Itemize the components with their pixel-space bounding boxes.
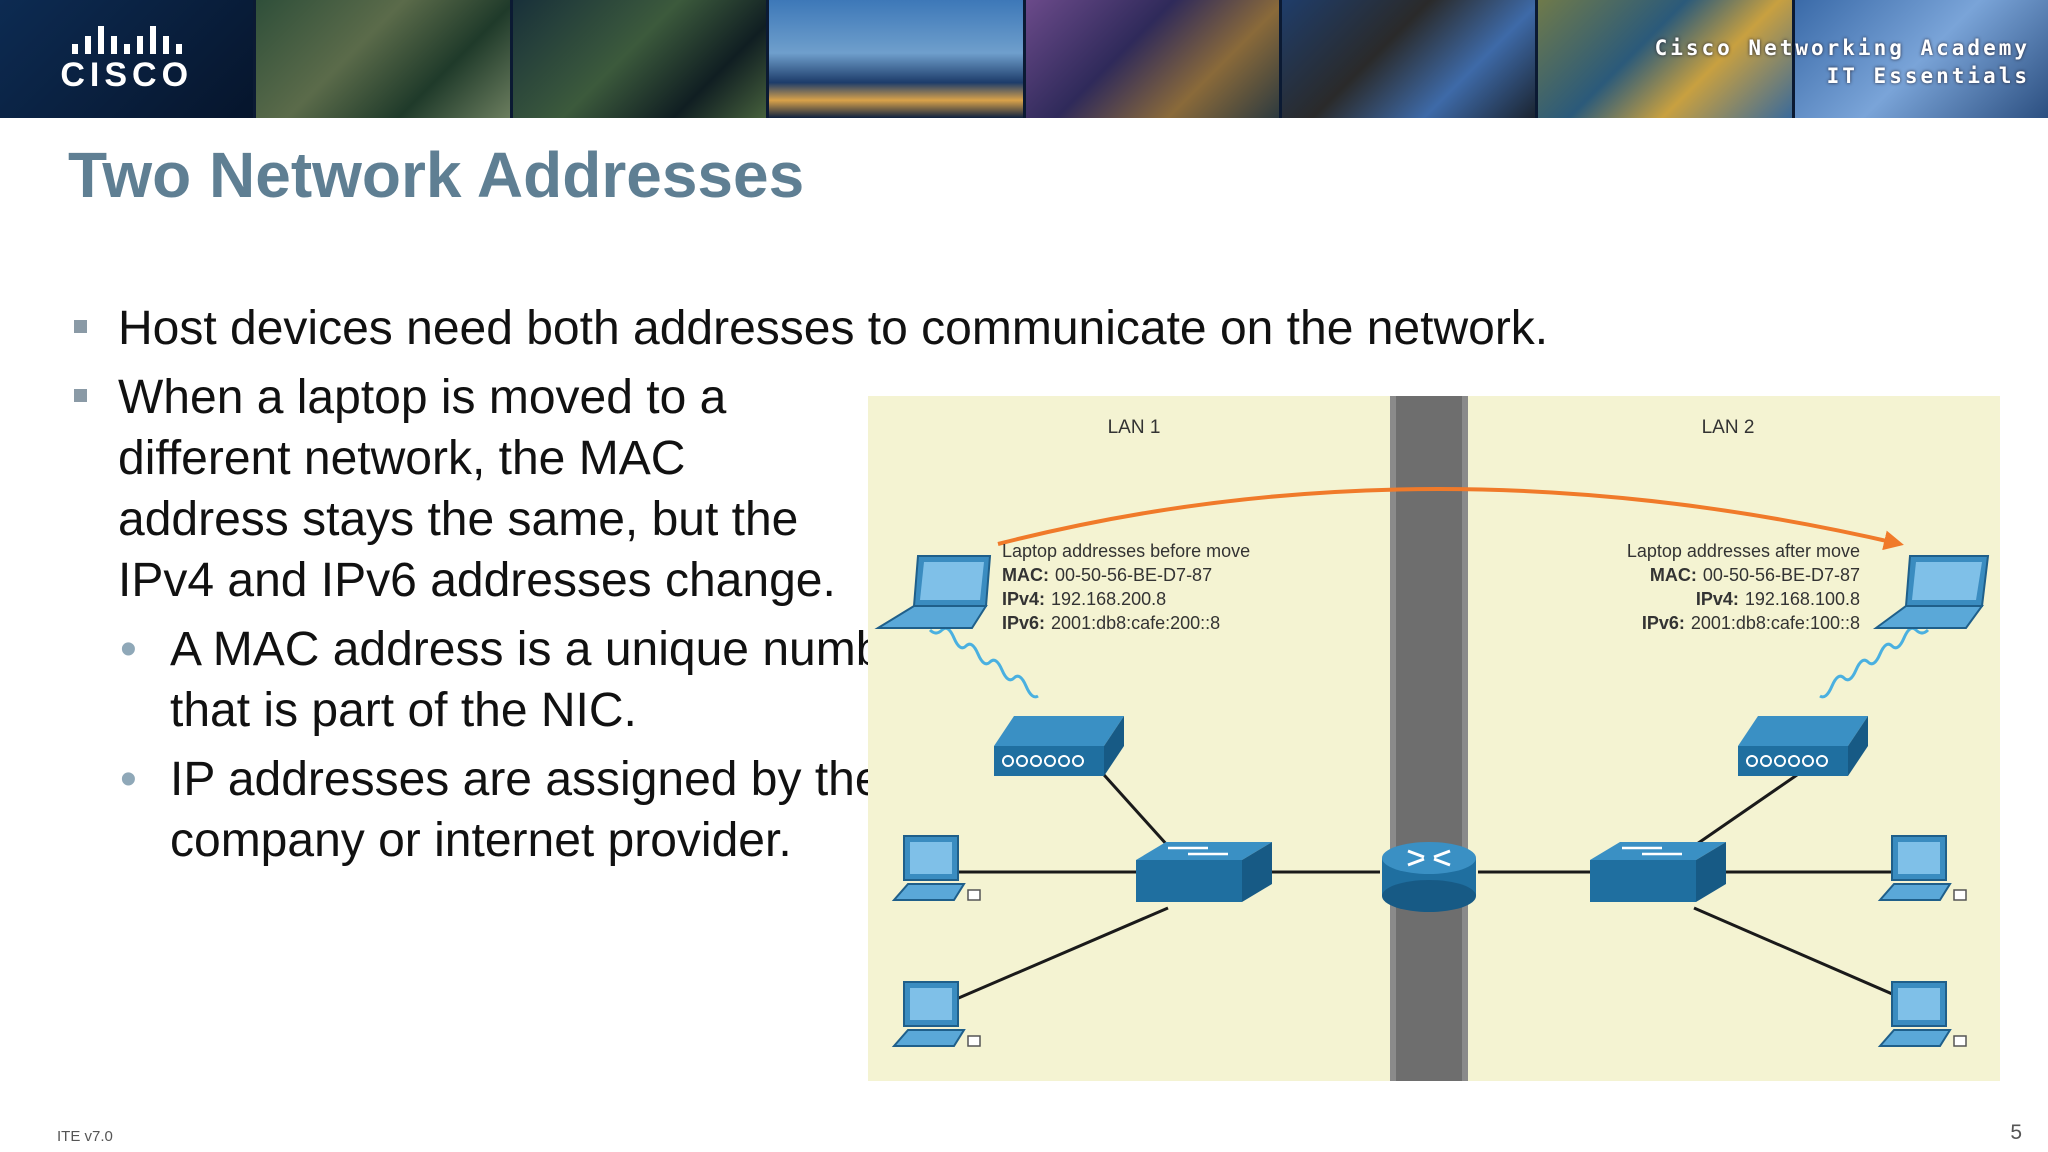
header-banner: CISCO Cisco Networking Academy IT Essent… <box>0 0 2048 118</box>
sub-bullet-item: IP addresses are assigned by the company… <box>70 749 930 871</box>
banner-photo-academy <box>1794 0 2048 118</box>
svg-text:IPv6:2001:db8:cafe:100::8: IPv6: 2001:db8:cafe:100::8 <box>1642 613 1860 633</box>
sub-bullet-item: A MAC address is a unique number that is… <box>70 619 950 741</box>
before-ipv4-value: 192.168.200.8 <box>1051 589 1166 609</box>
course-version: ITE v7.0 <box>57 1128 113 1145</box>
banner-photo-components <box>256 0 510 118</box>
academy-line1: Cisco Networking Academy <box>1654 36 2030 60</box>
cisco-logo-text: CISCO <box>60 55 194 94</box>
router-icon <box>1382 842 1476 912</box>
svg-text:IPv6:2001:db8:cafe:200::8: IPv6: 2001:db8:cafe:200::8 <box>1002 613 1220 633</box>
after-addresses: Laptop addresses after move MAC: 00-50-56… <box>1627 541 1860 633</box>
access-point-icon <box>1738 716 1868 776</box>
access-point-icon <box>994 716 1124 776</box>
pc-icon <box>891 835 981 901</box>
banner-photo-motherboard <box>1281 0 1536 118</box>
academy-line2: IT Essentials <box>1826 64 2030 88</box>
laptop-icon <box>874 555 992 629</box>
page-number: 5 <box>2010 1121 2022 1144</box>
pc-icon <box>891 981 981 1047</box>
banner-photo-city <box>769 0 1023 118</box>
svg-text:MAC:00-50-56-BE-D7-87: MAC: 00-50-56-BE-D7-87 <box>1002 565 1212 585</box>
after-mac-label: MAC: <box>1650 565 1697 585</box>
banner-photo-circuit <box>512 0 767 118</box>
laptop-icon <box>1872 555 1990 629</box>
cisco-logo-tile: CISCO <box>0 0 254 118</box>
network-divider <box>1390 396 1468 1081</box>
before-ipv4-label: IPv4: <box>1002 589 1045 609</box>
bullet-item: When a laptop is moved to a different ne… <box>70 367 858 611</box>
slide-title: Two Network Addresses <box>68 139 805 211</box>
before-ipv6-label: IPv6: <box>1002 613 1045 633</box>
switch-icon <box>1590 842 1726 902</box>
pc-icon <box>1877 835 1967 901</box>
before-mac-label: MAC: <box>1002 565 1049 585</box>
before-addresses: Laptop addresses before move MAC: 00-50-5… <box>1002 541 1250 633</box>
after-mac-value: 00-50-56-BE-D7-87 <box>1703 565 1860 585</box>
switch-icon <box>1136 842 1272 902</box>
network-links <box>939 764 1921 1008</box>
move-arrow <box>997 487 1904 551</box>
network-diagram: LAN 1 LAN 2 Laptop addresses before move… <box>868 396 2000 1081</box>
svg-text:IPv4:192.168.100.8: IPv4: 192.168.100.8 <box>1696 589 1860 609</box>
after-ipv6-value: 2001:db8:cafe:100::8 <box>1691 613 1860 633</box>
pc-icon <box>1877 981 1967 1047</box>
after-ipv4-label: IPv4: <box>1696 589 1739 609</box>
after-ipv6-label: IPv6: <box>1642 613 1685 633</box>
banner-photo-chips <box>1538 0 1792 118</box>
after-ipv4-value: 192.168.100.8 <box>1745 589 1860 609</box>
bullet-list: Host devices need both addresses to comm… <box>70 298 1548 871</box>
cisco-logo-icon <box>71 24 182 54</box>
before-mac-value: 00-50-56-BE-D7-87 <box>1055 565 1212 585</box>
svg-text:IPv4:192.168.200.8: IPv4: 192.168.200.8 <box>1002 589 1166 609</box>
before-ipv6-value: 2001:db8:cafe:200::8 <box>1051 613 1220 633</box>
lan2-label: LAN 2 <box>1702 417 1755 438</box>
before-heading: Laptop addresses before move <box>1002 541 1250 561</box>
banner-photo-board <box>1025 0 1279 118</box>
bullet-item: Host devices need both addresses to comm… <box>70 298 1818 359</box>
svg-text:MAC:00-50-56-BE-D7-87: MAC: 00-50-56-BE-D7-87 <box>1650 565 1860 585</box>
after-heading: Laptop addresses after move <box>1627 541 1860 561</box>
lan1-label: LAN 1 <box>1108 417 1161 438</box>
academy-brand: Cisco Networking Academy IT Essentials <box>1655 34 2030 90</box>
